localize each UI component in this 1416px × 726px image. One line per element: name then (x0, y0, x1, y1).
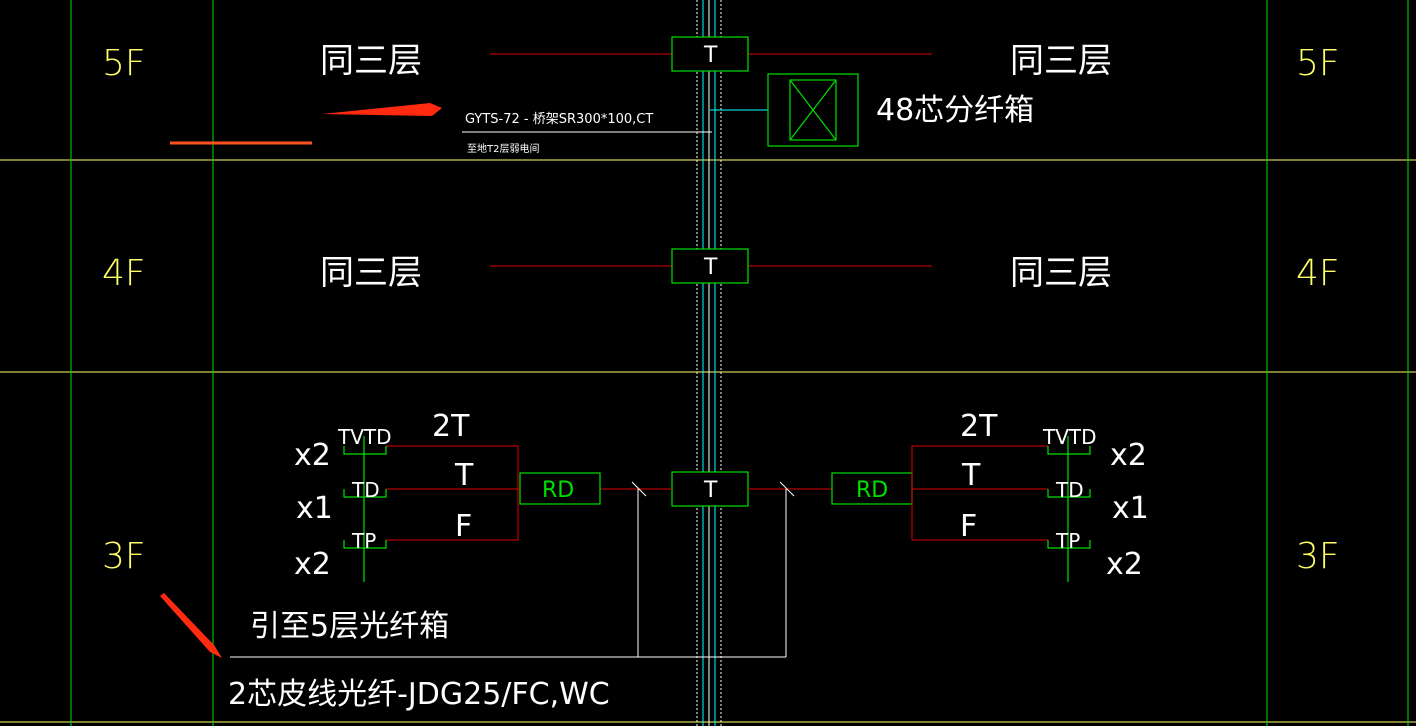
cable-spec-label: GYTS-72 - 桥架SR300*100,CT (465, 112, 653, 127)
floor-label-4f-right: 4F (1296, 253, 1340, 294)
outlets-left (343, 436, 387, 582)
floor-label-4f-left: 4F (102, 253, 146, 294)
grid (0, 159, 1416, 723)
label-t-right: T (961, 458, 981, 493)
floor-label-3f-left: 3F (102, 536, 146, 577)
rd-box-left: RD (519, 472, 601, 505)
arrow-bottom (160, 593, 222, 658)
count-x2-right-top: x2 (1110, 438, 1147, 473)
rd-box-right: RD (831, 472, 913, 505)
floor-label-3f-right: 3F (1296, 536, 1340, 577)
wires-left-branch (386, 445, 520, 541)
t-box-label: T (703, 255, 718, 280)
fiber-box-label: 48芯分纤箱 (876, 93, 1034, 128)
same-as-3f-right-5f: 同三层 (1010, 41, 1112, 81)
t-box-label: T (703, 478, 718, 503)
column-lines (70, 0, 1409, 726)
wires-right-branch (911, 445, 1048, 541)
count-x2-left-bottom: x2 (294, 547, 331, 582)
outlet-tp-right: TP (1055, 529, 1080, 553)
t-box-label: T (703, 43, 718, 68)
rd-label: RD (856, 478, 888, 503)
label-2t-left: 2T (432, 409, 470, 444)
same-as-3f-right-4f: 同三层 (1010, 253, 1112, 293)
t-box-4f: T (671, 248, 749, 284)
rd-label: RD (542, 478, 574, 503)
label-f-left: F (455, 509, 472, 544)
to-5f-box-label: 引至5层光纤箱 (250, 609, 449, 644)
fiber-distribution-box (767, 73, 859, 147)
same-as-3f-left-4f: 同三层 (320, 253, 422, 293)
count-x2-left-top: x2 (294, 438, 331, 473)
label-f-right: F (960, 509, 977, 544)
floor-label-5f-left: 5F (102, 43, 146, 84)
count-x1-left: x1 (296, 491, 333, 526)
floor-label-5f-right: 5F (1296, 43, 1340, 84)
drop-cable-route (230, 489, 787, 658)
t-box-5f: T (671, 36, 749, 72)
t-box-3f: T (671, 471, 749, 507)
arrow-top (170, 103, 442, 145)
label-t-left: T (454, 458, 474, 493)
outlet-tp-left: TP (351, 529, 376, 553)
label-2t-right: 2T (960, 409, 998, 444)
outlet-tvtd-right: TVTD (1042, 425, 1097, 449)
tick-right (779, 481, 795, 497)
drop-fiber-label: 2芯皮线光纤-JDG25/FC,WC (228, 677, 610, 712)
cable-dest-label: 至地T2层弱电间 (467, 142, 539, 155)
riser-trunk (696, 0, 722, 726)
outlet-td-right: TD (1055, 478, 1084, 502)
outlets-right (1047, 436, 1091, 582)
outlet-tvtd-left: TVTD (337, 425, 392, 449)
count-x1-right: x1 (1112, 491, 1149, 526)
count-x2-right-bottom: x2 (1106, 547, 1143, 582)
same-as-3f-left-5f: 同三层 (320, 41, 422, 81)
tick-left (631, 481, 647, 497)
outlet-td-left: TD (351, 478, 380, 502)
